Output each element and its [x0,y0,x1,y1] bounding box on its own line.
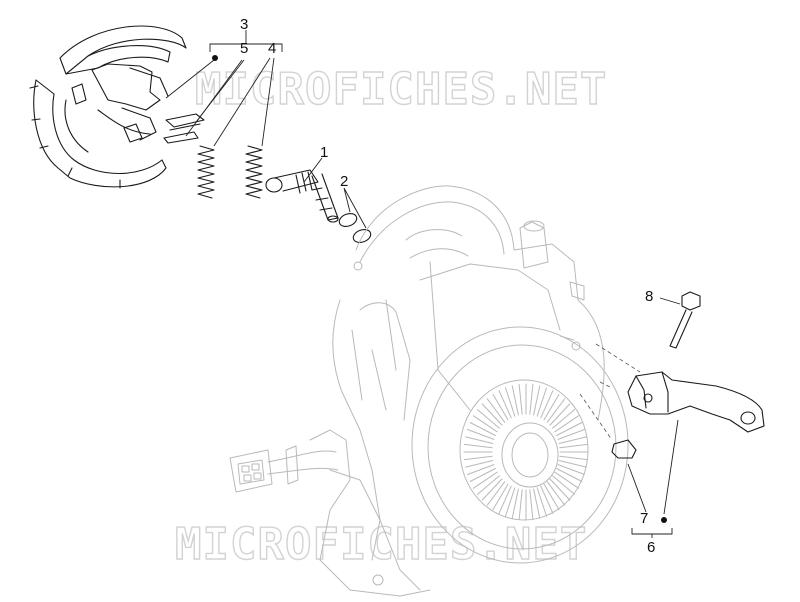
brake-lever [627,371,765,433]
cooling-fin [492,393,509,421]
o-rings [338,213,372,243]
cooling-fin [473,415,498,433]
brake-shoes [29,25,187,189]
cooling-fin [505,487,516,517]
brake-cam-shaft [265,169,339,223]
cooling-fin [467,429,495,440]
callout-dot-3 [212,55,218,61]
brake-spring-left [197,145,215,199]
cooling-fin [552,475,575,495]
cooling-fin [486,481,506,506]
callout-dot-6 [661,517,667,523]
cooling-fin [533,385,541,416]
cooling-fin [557,464,585,475]
callout-8: 8 [645,288,653,305]
cooling-fin [498,485,512,514]
cooling-fin [477,409,500,429]
cooling-fin [492,483,509,511]
cooling-fin [511,488,519,519]
cooling-fin [529,489,534,521]
assembly-lines [579,343,641,441]
cooling-fin [549,478,571,501]
callout-leaders [165,30,681,538]
callout-3: 3 [240,16,248,33]
cooling-fin [536,387,547,417]
cooling-fin [554,415,579,433]
cooling-fin [463,443,493,449]
cooling-fin [469,468,496,482]
cooling-fin [467,464,495,475]
cooling-fin [473,471,498,489]
cooling-fin [559,455,589,461]
brake-clip [163,113,205,144]
engine-housing [229,185,629,597]
cooling-fin [552,409,575,429]
bolt [669,291,701,349]
cooling-fin [463,455,493,461]
nut [611,439,637,459]
cooling-fin [543,483,560,511]
cooling-fin [469,422,496,436]
callout-7: 7 [640,510,648,527]
cooling-fin [558,460,587,468]
cooling-fin [559,443,589,449]
cooling-fin [540,485,554,514]
cooling-fin [511,385,519,416]
callout-1: 1 [320,144,328,161]
callout-2: 2 [340,173,348,190]
cooling-fins [463,383,589,521]
cooling-fin [465,436,494,444]
cooling-fin [556,422,583,436]
watermark-bottom: MICROFICHES.NET [175,519,587,570]
cooling-fin [498,390,512,419]
cooling-fin [529,383,534,415]
cooling-fin [540,390,554,419]
cooling-fin [546,398,566,423]
callout-5: 5 [240,40,248,57]
cooling-fin [549,403,571,426]
cooling-fin [536,487,547,517]
cooling-fin [481,403,503,426]
cooling-fin [518,383,523,415]
cooling-fin [543,393,560,421]
cooling-fin [554,471,579,489]
cooling-fin [465,460,494,468]
brake-spring-right [245,145,263,199]
cooling-fin [477,475,500,495]
cooling-fin [558,436,587,444]
cooling-fin [556,468,583,482]
cooling-fin [518,489,523,521]
cooling-fin [505,387,516,417]
cooling-fin [481,478,503,501]
callout-4: 4 [268,40,276,57]
cooling-fin [486,398,506,423]
cooling-fin [557,429,585,440]
watermark-top: MICROFICHES.NET [195,64,607,115]
callout-6: 6 [647,539,655,556]
cooling-fin [533,488,541,519]
cooling-fin [546,481,566,506]
